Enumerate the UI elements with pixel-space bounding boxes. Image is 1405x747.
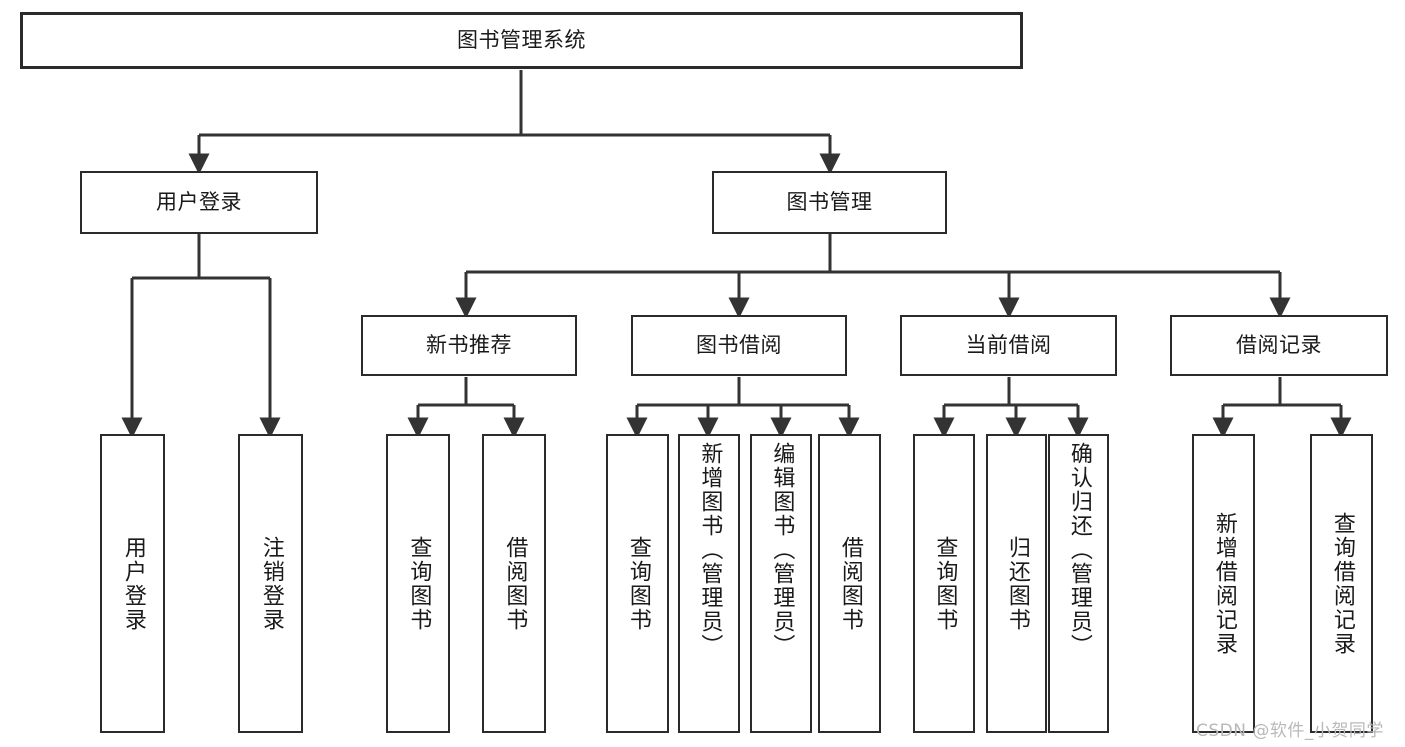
node-leaf-confirm-return[interactable]: 确认归还（管理员） [1048, 434, 1109, 733]
node-leaf-query-record[interactable]: 查询借阅记录 [1310, 434, 1373, 733]
node-borrow-record[interactable]: 借阅记录 [1170, 315, 1388, 376]
node-book-borrow[interactable]: 图书借阅 [631, 315, 847, 376]
node-current-borrow[interactable]: 当前借阅 [900, 315, 1117, 376]
node-leaf-add-record[interactable]: 新增借阅记录 [1192, 434, 1255, 733]
node-leaf-query-book-3-label: 查询图书 [932, 535, 958, 632]
node-root[interactable]: 图书管理系统 [20, 12, 1023, 69]
node-leaf-return-book-label: 归还图书 [1004, 535, 1030, 632]
node-leaf-logout[interactable]: 注销登录 [238, 434, 303, 733]
node-leaf-edit-book-label: 编辑图书（管理员） [769, 442, 795, 658]
node-leaf-borrow-book-2-label: 借阅图书 [837, 535, 863, 632]
node-book-borrow-label: 图书借阅 [696, 332, 782, 357]
node-leaf-edit-book[interactable]: 编辑图书（管理员） [750, 434, 812, 733]
node-user-login-label: 用户登录 [156, 189, 242, 214]
node-book-management-label: 图书管理 [786, 189, 873, 214]
node-leaf-query-book-2[interactable]: 查询图书 [606, 434, 669, 733]
node-leaf-query-book-1-label: 查询图书 [406, 535, 432, 632]
node-leaf-add-book[interactable]: 新增图书（管理员） [678, 434, 740, 733]
node-leaf-query-book-1[interactable]: 查询图书 [386, 434, 450, 733]
node-current-borrow-label: 当前借阅 [965, 332, 1052, 357]
node-leaf-borrow-book-1[interactable]: 借阅图书 [482, 434, 546, 733]
node-root-label: 图书管理系统 [457, 27, 586, 52]
node-leaf-return-book[interactable]: 归还图书 [986, 434, 1047, 733]
node-leaf-borrow-book-2[interactable]: 借阅图书 [818, 434, 881, 733]
node-new-book-recommend-label: 新书推荐 [426, 332, 512, 357]
csdn-watermark: CSDN @软件_小贺同学 [1196, 721, 1384, 741]
node-leaf-logout-label: 注销登录 [258, 535, 284, 632]
node-user-login[interactable]: 用户登录 [80, 171, 318, 234]
node-new-book-recommend[interactable]: 新书推荐 [361, 315, 577, 376]
node-leaf-query-book-2-label: 查询图书 [625, 535, 651, 632]
node-leaf-add-book-label: 新增图书（管理员） [697, 442, 723, 658]
node-leaf-query-book-3[interactable]: 查询图书 [913, 434, 975, 733]
node-leaf-user-login[interactable]: 用户登录 [100, 434, 165, 733]
node-leaf-query-record-label: 查询借阅记录 [1329, 511, 1355, 656]
node-book-management[interactable]: 图书管理 [712, 171, 947, 234]
node-borrow-record-label: 借阅记录 [1236, 332, 1322, 357]
node-leaf-user-login-label: 用户登录 [120, 535, 146, 632]
node-leaf-add-record-label: 新增借阅记录 [1211, 511, 1237, 656]
node-leaf-borrow-book-1-label: 借阅图书 [502, 535, 528, 632]
node-leaf-confirm-return-label: 确认归还（管理员） [1066, 442, 1092, 658]
